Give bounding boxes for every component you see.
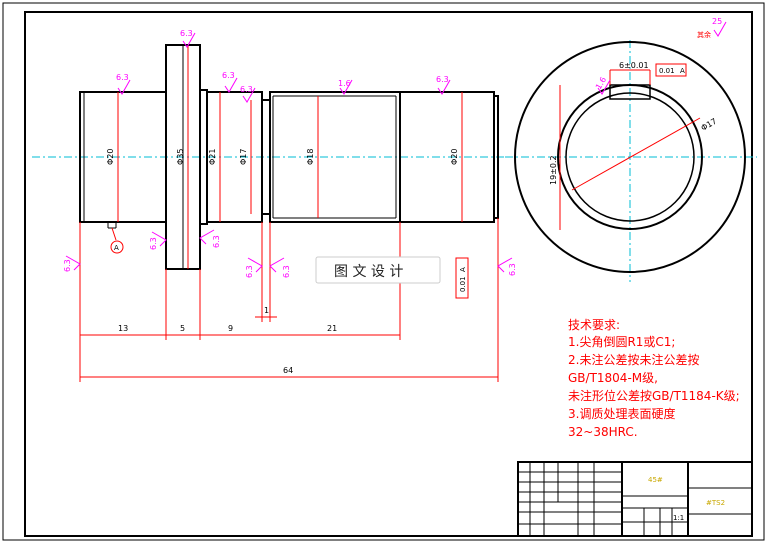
datum-circle — [110, 240, 124, 254]
keyway-tol-frame — [655, 63, 687, 77]
side-tol-value: 0.01 — [459, 276, 467, 292]
side-tol-datum: A — [459, 267, 467, 272]
shaft-profile — [79, 44, 499, 270]
rough-side-5: 6.3 — [282, 265, 291, 278]
note-line-2: 2.未注公差按未注公差按 — [568, 352, 699, 367]
dim-len-21: 21 — [327, 324, 337, 333]
side-tolerance: 0.01 A — [455, 257, 469, 299]
diameter-dim-lines — [117, 45, 463, 269]
datum-leader — [111, 227, 117, 241]
note-line-5: 3.调质处理表面硬度 — [568, 406, 675, 421]
watermark-text: 图 文 设 计 — [334, 264, 403, 280]
note-line-3: GB/T1804-M级, — [568, 371, 658, 385]
note-line-6: 32~38HRC. — [568, 425, 638, 439]
rough-top-4: 6.3 — [240, 85, 253, 94]
section-depth: 19±0.2 — [549, 155, 558, 185]
rough-top-3: 6.3 — [222, 71, 235, 80]
note-line-1: 1.尖角倒圆R1或C1; — [568, 335, 675, 349]
dim-len-13: 13 — [118, 324, 128, 333]
length-dim-lines — [79, 218, 499, 382]
rough-top-2: 6.3 — [180, 29, 193, 38]
roughness-side: 6.3 6.3 6.3 6.3 6.3 6.3 — [63, 229, 517, 278]
corner-roughness-note: 其余 — [697, 30, 711, 39]
dim-dia-5: Φ18 — [306, 149, 315, 165]
dim-dia-2: Φ35 — [176, 149, 185, 165]
rough-top-5: 1.6 — [338, 79, 351, 88]
title-material: 45# — [648, 476, 663, 484]
inner-frame — [24, 11, 753, 537]
note-line-4: 未注形位公差按GB/T1184-K级; — [568, 388, 740, 403]
length-labels: 13 5 9 1 21 64 — [118, 306, 337, 375]
title-code: #TS2 — [706, 499, 725, 507]
dim-dia-1: Φ20 — [106, 149, 115, 165]
section-bore: Φ17 — [700, 117, 719, 133]
watermark-box — [315, 256, 441, 284]
dim-dia-3: Φ21 — [208, 149, 217, 165]
keyway-datum: A — [680, 67, 685, 75]
rough-side-2: 6.3 — [149, 237, 158, 250]
rough-top-6: 6.3 — [436, 75, 449, 84]
corner-roughness-value: 25 — [712, 17, 722, 26]
note-heading: 技术要求: — [568, 318, 620, 332]
dim-dia-6: Φ20 — [450, 149, 459, 165]
rough-side-3: 6.3 — [212, 235, 221, 248]
keyway-width: 6±0.01 — [619, 61, 649, 70]
diameter-labels: Φ20 Φ35 Φ21 Φ17 Φ18 Φ20 — [106, 149, 459, 165]
technical-notes: 技术要求: 1.尖角倒圆R1或C1; 2.未注公差按未注公差按 GB/T1804… — [568, 318, 740, 439]
dim-len-64: 64 — [283, 366, 293, 375]
dim-len-9: 9 — [228, 324, 233, 333]
rough-side-1: 6.3 — [63, 259, 72, 272]
dim-dia-4: Φ17 — [239, 149, 248, 165]
rough-top-1: 6.3 — [116, 73, 129, 82]
section-rough-mark — [597, 79, 611, 95]
rough-side-4: 6.3 — [245, 265, 254, 278]
dim-len-5: 5 — [180, 324, 185, 333]
title-scale: 1:1 — [673, 514, 684, 522]
corner-roughness-mark — [713, 21, 727, 37]
cross-section — [505, 40, 757, 282]
rough-side-6: 6.3 — [508, 263, 517, 276]
datum-label: A — [114, 244, 119, 252]
keyway-tol: 0.01 — [659, 67, 675, 75]
title-block — [517, 461, 753, 537]
dim-len-1: 1 — [264, 306, 269, 315]
roughness-top: 6.3 6.3 6.3 6.3 1.6 6.3 — [116, 29, 451, 103]
